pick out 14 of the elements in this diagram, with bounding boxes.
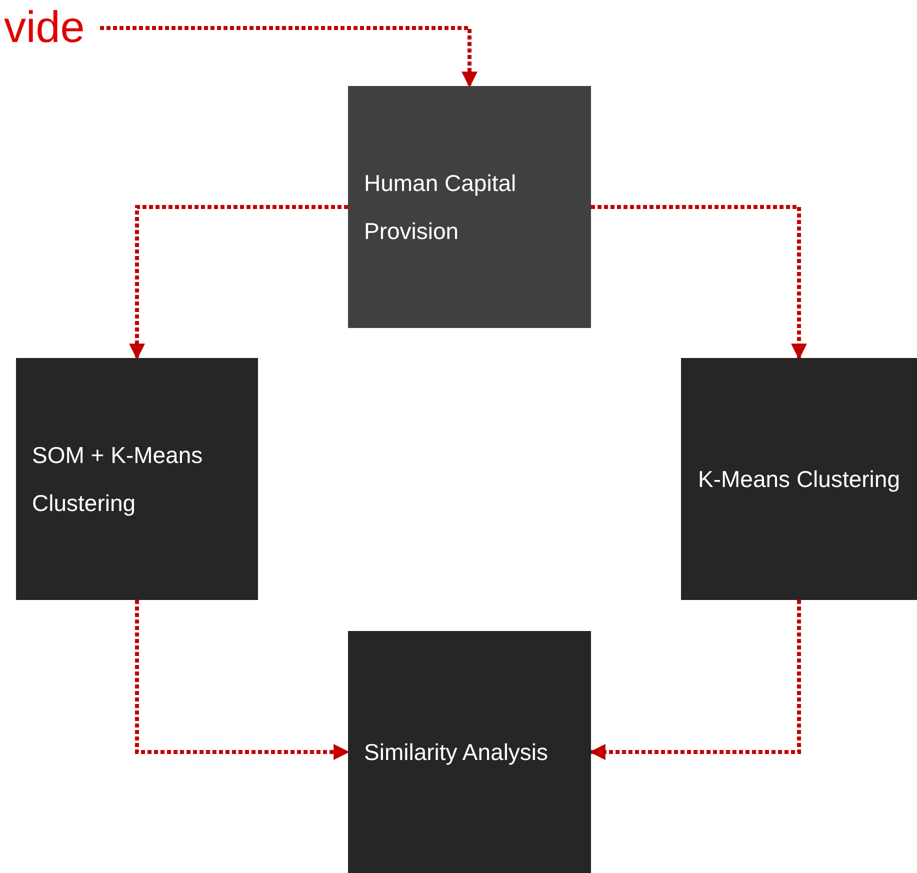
process-box bbox=[348, 631, 591, 873]
process-box bbox=[348, 86, 591, 328]
node-label: vide bbox=[4, 2, 86, 54]
node-label: Human Capital Provision bbox=[364, 169, 518, 246]
node-label: Similarity Analysis bbox=[364, 738, 550, 767]
node-label: K-Means Clustering bbox=[697, 465, 901, 494]
arrow bbox=[135, 600, 350, 760]
node-label: SOM + K-Means Clustering bbox=[32, 441, 204, 518]
arrow bbox=[589, 600, 801, 760]
process-box bbox=[681, 358, 917, 600]
arrow bbox=[100, 26, 478, 88]
process-box bbox=[16, 358, 258, 600]
arrow bbox=[129, 205, 348, 360]
arrow bbox=[591, 205, 807, 360]
